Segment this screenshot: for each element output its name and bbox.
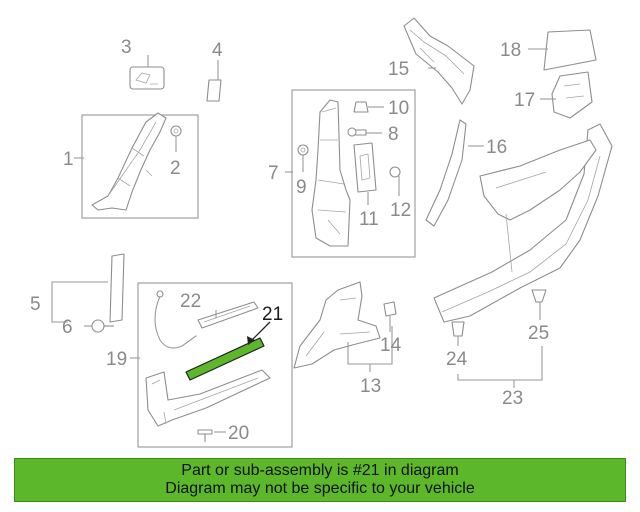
callout-23: 23: [502, 388, 523, 409]
callout-16: 16: [486, 137, 507, 158]
callout-4: 4: [212, 40, 223, 61]
group-box-part-1: [81, 114, 199, 219]
part-16-weatherstrip: [425, 119, 484, 227]
callout-17: 17: [514, 90, 535, 111]
callout-7: 7: [268, 163, 279, 184]
group-box-parts-7-12: [291, 89, 416, 258]
part-25-clip: [531, 289, 547, 320]
part-11-cover: [353, 142, 377, 205]
bracket-5: [51, 281, 108, 323]
part-5-trim-strip: [109, 253, 125, 323]
part-12-clip: [389, 166, 401, 196]
callout-8: 8: [388, 124, 399, 145]
part-15-trim-panel: [403, 17, 475, 105]
part-24-clip: [451, 321, 465, 346]
part-13-lower-trim: [293, 281, 381, 369]
callout-13: 13: [360, 376, 381, 397]
bracket-23: [457, 346, 543, 381]
part-6-clip: [84, 319, 114, 333]
callout-18: 18: [500, 40, 521, 61]
callout-24: 24: [446, 349, 468, 370]
part-14-clip: [383, 301, 397, 332]
callout-20: 20: [228, 423, 249, 444]
part-20-screw: [197, 429, 226, 442]
callout-10: 10: [388, 98, 409, 119]
banner-line-2: Diagram may not be specific to your vehi…: [165, 480, 475, 497]
callout-5: 5: [30, 294, 41, 315]
part-21-sill-strip-highlighted: [185, 337, 265, 381]
callout-9: 9: [296, 177, 307, 198]
callout-14: 14: [380, 335, 402, 356]
callout-15: 15: [388, 59, 409, 80]
callout-11: 11: [359, 209, 379, 230]
callout-2: 2: [170, 158, 181, 179]
leader-21: [249, 321, 271, 343]
group-box-parts-19-22: [137, 282, 293, 448]
callout-21: 21: [262, 304, 283, 325]
callout-3: 3: [121, 37, 132, 58]
callout-25: 25: [528, 323, 549, 344]
part-18-cap: [528, 29, 597, 71]
leader-21-arrowhead: [247, 336, 255, 345]
callout-19: 19: [106, 349, 127, 370]
banner-line-1: Part or sub-assembly is #21 in diagram: [181, 462, 459, 479]
part-2-clip: [170, 125, 182, 152]
callout-6: 6: [62, 317, 73, 338]
part-9-clip: [297, 144, 309, 172]
callout-1: 1: [63, 149, 74, 170]
part-22-scuff-strip: [197, 301, 259, 329]
part-4-clip: [206, 60, 222, 102]
part-23-rocker-panel: [433, 123, 613, 323]
part-10-clip: [353, 101, 384, 113]
part-8-screw: [347, 127, 382, 137]
part-3-label-plate: [129, 55, 165, 90]
part-7-b-pillar-trim: [311, 99, 351, 247]
part-1-a-pillar-trim: [91, 112, 167, 211]
part-19-sill-plate: [145, 369, 271, 427]
callout-22: 22: [180, 291, 201, 312]
highlight-info-banner: Part or sub-assembly is #21 in diagram D…: [14, 458, 626, 502]
callout-12: 12: [390, 200, 411, 221]
part-22-cable: [154, 290, 197, 349]
part-17-bracket: [540, 71, 593, 119]
